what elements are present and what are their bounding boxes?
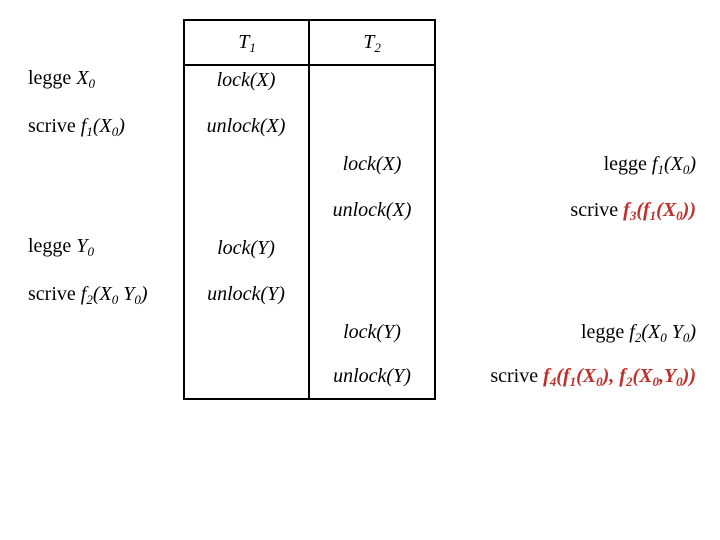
right-op-legge-f2: legge f2(X0 Y0) (580, 321, 696, 345)
t2-lock-x: lock(X) (342, 153, 402, 175)
left-op-scrive-f1: scrive f1(X0) (28, 115, 125, 139)
table-header-divider (184, 64, 435, 66)
table-column-divider (308, 19, 310, 400)
left-op-scrive-f2: scrive f2(X0 Y0) (28, 283, 148, 307)
t1-unlock-x: unlock(X) (206, 115, 286, 137)
t2-unlock-x: unlock(X) (332, 199, 412, 221)
right-op-legge-f1: legge f1(X0) (603, 153, 696, 177)
header-t2: T2 (363, 31, 381, 55)
table-border-right (434, 19, 436, 400)
t1-lock-y: lock(Y) (217, 237, 275, 259)
left-op-legge-y0: legge Y0 (28, 235, 94, 259)
right-op-scrive-f4: scrive f4(f1(X0), f2(X0,Y0)) (490, 365, 696, 389)
t1-lock-x: lock(X) (216, 69, 276, 91)
t2-lock-y: lock(Y) (343, 321, 401, 343)
t2-unlock-y: unlock(Y) (333, 365, 411, 387)
right-op-scrive-f3: scrive f3(f1(X0)) (570, 199, 696, 223)
header-t1: T1 (238, 31, 256, 55)
t1-unlock-y: unlock(Y) (207, 283, 285, 305)
table-border-left (183, 19, 185, 400)
left-op-legge-x0: legge X0 (28, 67, 96, 91)
